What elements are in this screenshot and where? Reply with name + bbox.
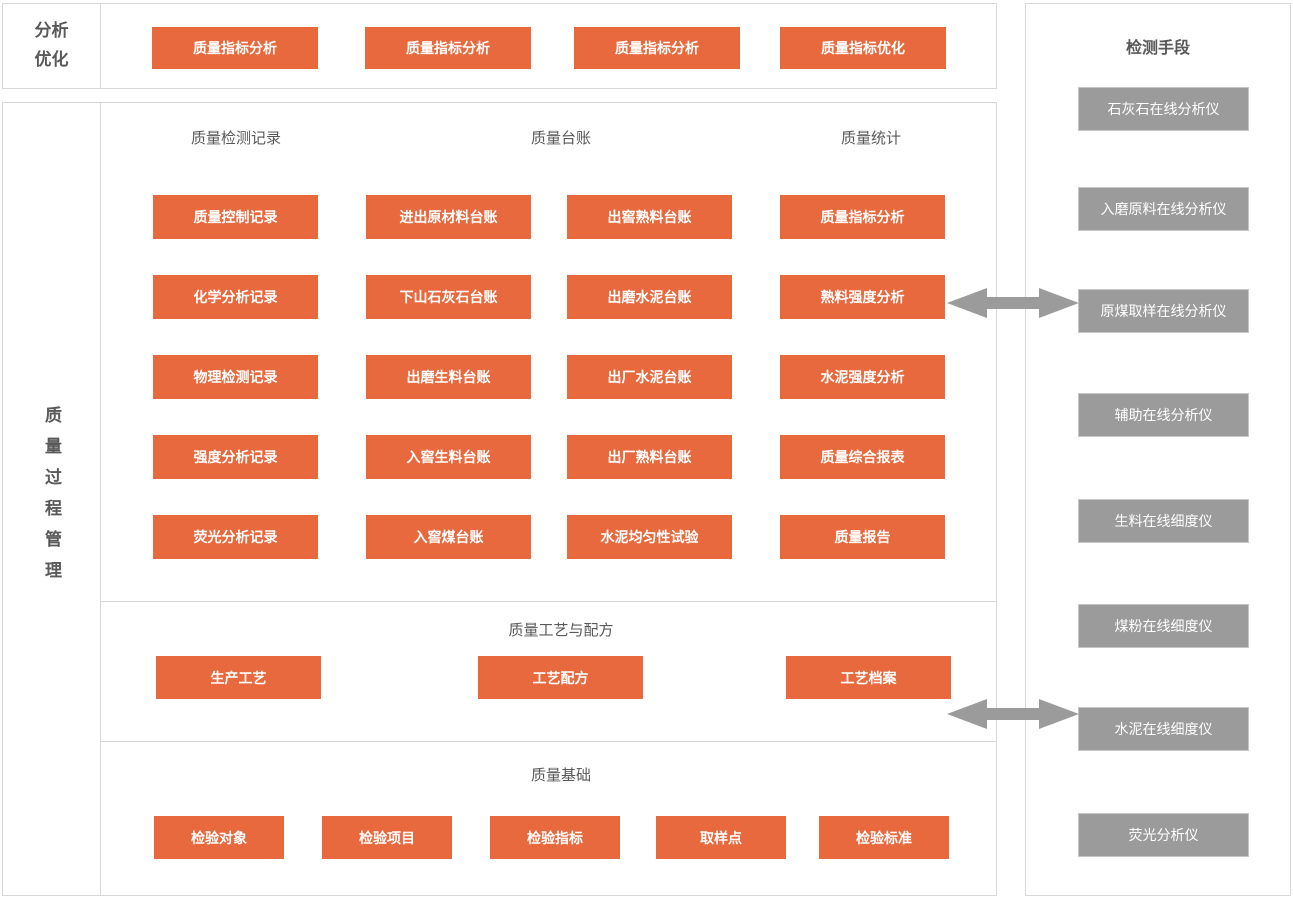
module-button-inspection-item[interactable]: 检验项目: [322, 816, 452, 859]
quality-process-management-label: 质量过程管理: [42, 406, 61, 592]
section-header-basic: 质量基础: [530, 767, 591, 784]
section-divider: [101, 601, 996, 602]
module-button-quality-indicator-analysis[interactable]: 质量指标分析: [780, 195, 945, 239]
module-button-raw-material-ledger[interactable]: 进出原材料台账: [366, 195, 531, 239]
module-button-physical-test-record[interactable]: 物理检测记录: [153, 355, 318, 399]
module-button-clinker-strength-analysis[interactable]: 熟料强度分析: [780, 275, 945, 319]
module-button-quality-indicator-analysis-1[interactable]: 质量指标分析: [152, 27, 318, 69]
module-button-chemical-analysis-record[interactable]: 化学分析记录: [153, 275, 318, 319]
device-box-limestone-online-analyzer[interactable]: 石灰石在线分析仪: [1078, 87, 1249, 131]
device-box-raw-meal-fineness-analyzer[interactable]: 生料在线细度仪: [1078, 499, 1249, 543]
module-button-clinker-shipped-ledger[interactable]: 出厂熟料台账: [567, 435, 732, 479]
module-button-quality-indicator-optimization[interactable]: 质量指标优化: [780, 27, 946, 69]
device-box-cement-fineness-analyzer[interactable]: 水泥在线细度仪: [1078, 707, 1249, 751]
analysis-optimization-panel: 分析优化 质量指标分析 质量指标分析 质量指标分析 质量指标优化: [2, 3, 997, 89]
double-arrow-icon: [947, 699, 1079, 729]
module-button-clinker-out-ledger[interactable]: 出窖熟料台账: [567, 195, 732, 239]
detection-methods-header: 检测手段: [1125, 40, 1190, 57]
section-header-stats: 质量统计: [840, 130, 901, 147]
module-button-sampling-point[interactable]: 取样点: [656, 816, 786, 859]
module-button-quality-report[interactable]: 质量报告: [780, 515, 945, 559]
module-button-coal-in-ledger[interactable]: 入窖煤台账: [366, 515, 531, 559]
module-button-raw-meal-in-ledger[interactable]: 入窖生料台账: [366, 435, 531, 479]
module-button-raw-meal-out-ledger[interactable]: 出磨生料台账: [366, 355, 531, 399]
module-button-quality-control-record[interactable]: 质量控制记录: [153, 195, 318, 239]
device-box-fluorescence-analyzer[interactable]: 荧光分析仪: [1078, 813, 1249, 857]
module-button-inspection-object[interactable]: 检验对象: [154, 816, 284, 859]
section-header-records: 质量检测记录: [190, 130, 281, 147]
analysis-optimization-label: 分析优化: [34, 21, 69, 69]
module-button-process-formula[interactable]: 工艺配方: [478, 656, 643, 699]
module-button-inspection-indicator[interactable]: 检验指标: [490, 816, 620, 859]
analysis-optimization-label-cell: 分析优化: [3, 4, 101, 88]
module-button-inspection-standard[interactable]: 检验标准: [819, 816, 949, 859]
module-button-quality-indicator-analysis-3[interactable]: 质量指标分析: [574, 27, 740, 69]
module-button-fluorescence-analysis-record[interactable]: 荧光分析记录: [153, 515, 318, 559]
section-header-ledger: 质量台账: [530, 130, 591, 147]
module-button-quality-summary-report[interactable]: 质量综合报表: [780, 435, 945, 479]
module-button-cement-strength-analysis[interactable]: 水泥强度分析: [780, 355, 945, 399]
section-divider: [101, 741, 996, 742]
detection-methods-panel: 检测手段 石灰石在线分析仪 入磨原料在线分析仪 原煤取样在线分析仪 辅助在线分析…: [1025, 3, 1291, 896]
double-arrow-icon: [947, 288, 1079, 318]
module-button-limestone-ledger[interactable]: 下山石灰石台账: [366, 275, 531, 319]
section-header-process: 质量工艺与配方: [508, 622, 614, 639]
module-button-cement-mill-ledger[interactable]: 出磨水泥台账: [567, 275, 732, 319]
module-button-strength-analysis-record[interactable]: 强度分析记录: [153, 435, 318, 479]
device-box-coal-powder-fineness-analyzer[interactable]: 煤粉在线细度仪: [1078, 604, 1249, 648]
quality-process-label-cell: 质量过程管理: [3, 103, 101, 895]
device-box-mill-feed-online-analyzer[interactable]: 入磨原料在线分析仪: [1078, 187, 1249, 231]
module-button-quality-indicator-analysis-2[interactable]: 质量指标分析: [365, 27, 531, 69]
device-box-auxiliary-online-analyzer[interactable]: 辅助在线分析仪: [1078, 393, 1249, 437]
quality-process-management-panel: 质量过程管理 质量检测记录 质量台账 质量统计 质量控制记录 化学分析记录 物理…: [2, 102, 997, 896]
module-button-process-archive[interactable]: 工艺档案: [786, 656, 951, 699]
device-box-raw-coal-online-analyzer[interactable]: 原煤取样在线分析仪: [1078, 289, 1249, 333]
module-button-cement-uniformity-test[interactable]: 水泥均匀性试验: [567, 515, 732, 559]
module-button-production-process[interactable]: 生产工艺: [156, 656, 321, 699]
module-button-cement-shipped-ledger[interactable]: 出厂水泥台账: [567, 355, 732, 399]
